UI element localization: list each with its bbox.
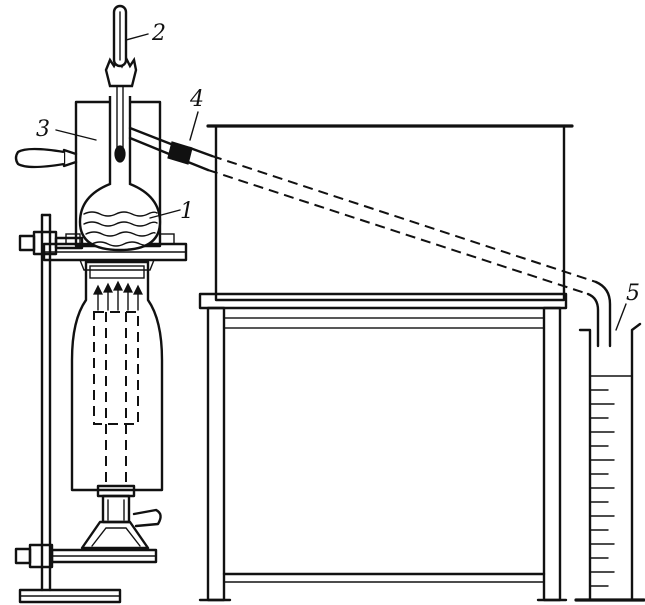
delivery-tube — [128, 126, 612, 348]
lower-clamp — [14, 543, 158, 569]
table — [198, 292, 568, 602]
label-4: 4 — [189, 87, 204, 112]
burner — [80, 484, 162, 550]
leader-lines — [55, 33, 627, 331]
label-3: 3 — [36, 117, 50, 142]
stand-rod — [40, 213, 52, 592]
graduated-cylinder — [574, 322, 645, 602]
distillation-flask — [65, 96, 175, 252]
heat-arrows — [93, 280, 143, 311]
label-1: 1 — [180, 199, 194, 224]
stopper — [104, 55, 138, 88]
stand-base — [18, 588, 122, 604]
water-bath — [206, 124, 574, 302]
heater-chimney — [70, 260, 164, 492]
label-5: 5 — [626, 281, 640, 306]
label-2: 2 — [151, 21, 166, 46]
thermometer — [112, 4, 128, 163]
